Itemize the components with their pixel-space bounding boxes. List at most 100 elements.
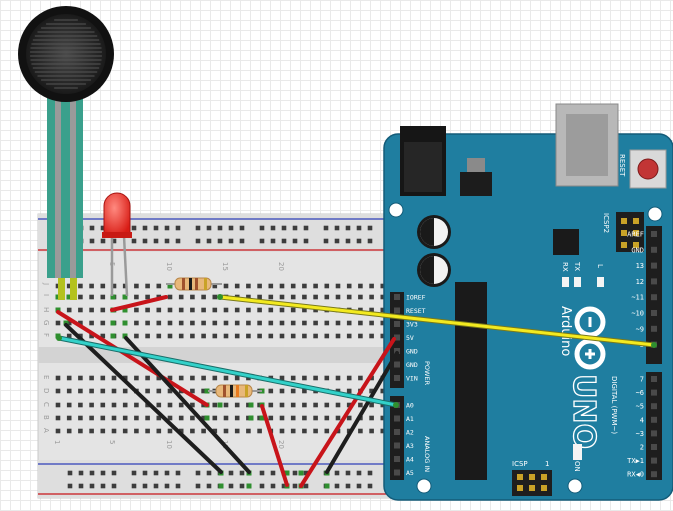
breadboard-hole <box>234 428 240 434</box>
header-pin[interactable] <box>394 361 400 368</box>
rail-hole <box>100 470 106 476</box>
capacitor <box>417 253 451 287</box>
mount-hole <box>647 206 663 222</box>
rail-hole <box>175 470 181 476</box>
rail-hole <box>270 225 276 231</box>
breadboard-hole <box>335 333 341 339</box>
breadboard-hole <box>89 294 94 300</box>
header-pin[interactable] <box>394 375 400 381</box>
rail-hole <box>164 483 170 489</box>
breadboard-hole <box>335 283 341 289</box>
header-pin[interactable] <box>651 471 657 478</box>
breadboard-hole <box>279 428 285 434</box>
breadboard-hole <box>369 402 374 408</box>
rail-hole <box>334 225 340 231</box>
icsp-pin <box>529 474 535 480</box>
breadboard-hole <box>66 283 72 289</box>
header-pin[interactable] <box>394 442 400 449</box>
rail-hole <box>111 470 117 476</box>
header-pin[interactable] <box>651 403 657 410</box>
breadboard-hole <box>167 333 173 339</box>
rail-hole <box>356 225 362 231</box>
breadboard-hole <box>78 320 83 326</box>
breadboard-hole <box>134 333 139 339</box>
breadboard-hole <box>178 415 184 421</box>
digital-label: DIGITAL (PWM~) <box>610 376 618 434</box>
header-pin[interactable] <box>651 457 657 464</box>
connected-hole <box>246 483 252 489</box>
header-pin[interactable] <box>651 262 657 269</box>
rail-hole <box>281 225 287 231</box>
breadboard-hole <box>167 402 173 408</box>
header-pin[interactable] <box>651 430 657 437</box>
rail-hole <box>228 470 234 476</box>
icsp2-pin <box>621 242 627 248</box>
header-pin[interactable] <box>394 307 400 314</box>
header-pin[interactable] <box>651 310 657 316</box>
breadboard-hole <box>212 428 218 434</box>
header-pin[interactable] <box>651 294 657 301</box>
header-pin[interactable] <box>651 278 657 285</box>
row-letter: G <box>42 320 50 325</box>
header-pin[interactable] <box>394 456 400 462</box>
breadboard-hole <box>324 283 330 289</box>
resistor-led <box>166 277 222 291</box>
header-pin[interactable] <box>394 415 400 422</box>
rail-hole <box>153 238 159 244</box>
header-pin[interactable] <box>394 429 400 435</box>
breadboard-hole <box>201 320 206 326</box>
breadboard-hole <box>313 375 318 381</box>
breadboard-hole <box>212 402 218 408</box>
header-pin[interactable] <box>651 444 657 450</box>
breadboard-hole <box>122 283 128 289</box>
icsp-pin <box>529 485 535 491</box>
rail-hole <box>292 470 298 476</box>
header-pin[interactable] <box>651 389 657 396</box>
tx-label: TX <box>573 261 581 271</box>
breadboard-hole <box>234 283 240 289</box>
breadboard-hole <box>369 388 374 394</box>
breadboard-hole <box>313 320 318 326</box>
breadboard-hole <box>66 307 72 313</box>
breadboard-hole <box>335 320 341 326</box>
header-pin[interactable] <box>651 416 657 423</box>
rail-hole <box>345 483 351 489</box>
connected-hole <box>110 294 116 300</box>
header-pin[interactable] <box>651 231 657 237</box>
header-pin[interactable] <box>394 334 400 341</box>
header-pin[interactable] <box>651 246 657 253</box>
breadboard-hole <box>122 428 128 434</box>
breadboard-hole <box>134 375 139 381</box>
column-number-top: 10 <box>165 262 173 271</box>
breadboard-hole <box>223 320 229 326</box>
header-pin[interactable] <box>651 376 657 382</box>
row-letter: I <box>42 294 50 296</box>
breadboard-hole <box>380 415 386 421</box>
breadboard-hole <box>190 388 195 394</box>
connected-hole <box>122 333 128 339</box>
header-pin[interactable] <box>394 321 400 327</box>
rail-hole <box>259 238 265 244</box>
force-sensitive-resistor <box>18 6 114 300</box>
header-pin[interactable] <box>651 325 657 332</box>
breadboard-hole <box>201 415 206 421</box>
breadboard-hole <box>223 307 229 313</box>
rail-hole <box>164 470 170 476</box>
digital-pin-label: ~3 <box>636 430 644 438</box>
header-pin[interactable] <box>394 294 400 300</box>
breadboard-hole <box>122 388 128 394</box>
header-pin[interactable] <box>394 469 400 476</box>
breadboard-hole <box>178 375 184 381</box>
breadboard-hole <box>111 375 117 381</box>
rail-hole <box>303 483 309 489</box>
rail-hole <box>206 225 212 231</box>
breadboard-hole <box>380 333 386 339</box>
icsp2-label: ICSP2 <box>602 213 610 233</box>
breadboard-hole <box>257 294 262 300</box>
rail-hole <box>153 225 159 231</box>
breadboard-hole <box>313 333 318 339</box>
analog-header <box>390 396 404 480</box>
breadboard-hole <box>190 294 195 300</box>
arduino-board: RESET ICSP2 RX TX L Arduino UNO DIGITAL … <box>383 103 673 501</box>
breadboard-hole <box>313 415 318 421</box>
